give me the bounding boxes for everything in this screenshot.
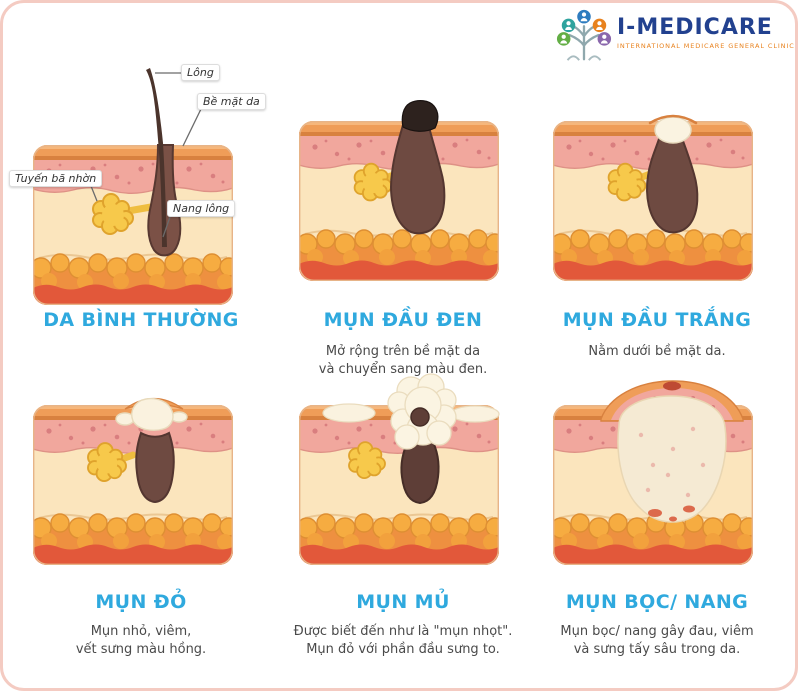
logo-text: I-MEDICARE International Medicare Genera… [617, 7, 795, 50]
clogged-follicle [646, 137, 699, 234]
panel-pustule: MỤN MỦ Được biết đến như là "mụn nhọt". … [279, 373, 527, 687]
panel-caption: Nằm dưới bề mặt da. [588, 344, 726, 359]
panel-title: MỤN BỌC/ NANG [565, 591, 749, 613]
logo: I-MEDICARE International Medicare Genera… [555, 7, 795, 65]
cyst-illustration [553, 380, 753, 565]
panel-normal-skin: Lông Bề mặt da Tuyến bã nhờn Nang lông D… [9, 43, 266, 388]
inflamed-mass [115, 397, 188, 431]
logo-title: I-MEDICARE [617, 15, 773, 40]
raised-skin-ridge [648, 114, 698, 125]
panel-title: MỤN ĐẦU ĐEN [323, 309, 483, 331]
inflamed-opening [663, 381, 681, 391]
panel-caption: Mở rộng trên bề mặt da và chuyển sang mà… [318, 344, 488, 377]
pus-spread [322, 403, 500, 423]
clogged-follicle [390, 123, 446, 235]
blackhead-plug [401, 100, 439, 132]
tree-people-icon [556, 9, 612, 61]
hair [146, 68, 167, 247]
inflamed-marks [648, 505, 695, 522]
panel-title: DA BÌNH THƯỜNG [43, 309, 239, 331]
label-sebaceous-gland: Tuyến bã nhờn [9, 170, 103, 187]
panel-caption: Được biết đến như là "mụn nhọt". Mụn đỏ … [293, 624, 513, 657]
panel-whitehead: MỤN ĐẦU TRẮNG Nằm dưới bề mặt da. [533, 43, 781, 388]
label-skin-surface: Bề mặt da [197, 93, 266, 110]
pustule-illustration [299, 373, 500, 565]
panel-caption: Mụn bọc/ nang gây đau, viêm và sưng tấy … [560, 624, 754, 657]
panel-title: MỤN MỦ [356, 591, 450, 613]
panel-papule: MỤN ĐỎ Mụn nhỏ, viêm, vết sưng màu hồng. [17, 395, 265, 687]
clogged-follicle [135, 431, 175, 504]
label-hair-follicle: Nang lông [167, 200, 236, 217]
blackhead-illustration [299, 100, 499, 281]
whitehead-plug [654, 116, 692, 144]
panel-cyst: MỤN BỌC/ NANG Mụn bọc/ nang gây đau, viê… [533, 380, 781, 687]
label-hair: Lông [181, 64, 220, 81]
follicle-opening [410, 407, 430, 427]
cyst-speckles [638, 426, 706, 498]
panel-title: MỤN ĐẦU TRẮNG [562, 309, 752, 331]
panel-caption: Mụn nhỏ, viêm, vết sưng màu hồng. [75, 624, 207, 657]
normal-skin-illustration [33, 68, 233, 305]
papule-illustration [33, 397, 233, 565]
cyst-mass [617, 395, 727, 523]
panel-blackhead: MỤN ĐẦU ĐEN Mở rộng trên bề mặt da và ch… [279, 43, 527, 388]
logo-subtitle: International Medicare General Clinic [617, 42, 795, 51]
panel-title: MỤN ĐỎ [95, 591, 187, 613]
whitehead-illustration [553, 114, 753, 281]
